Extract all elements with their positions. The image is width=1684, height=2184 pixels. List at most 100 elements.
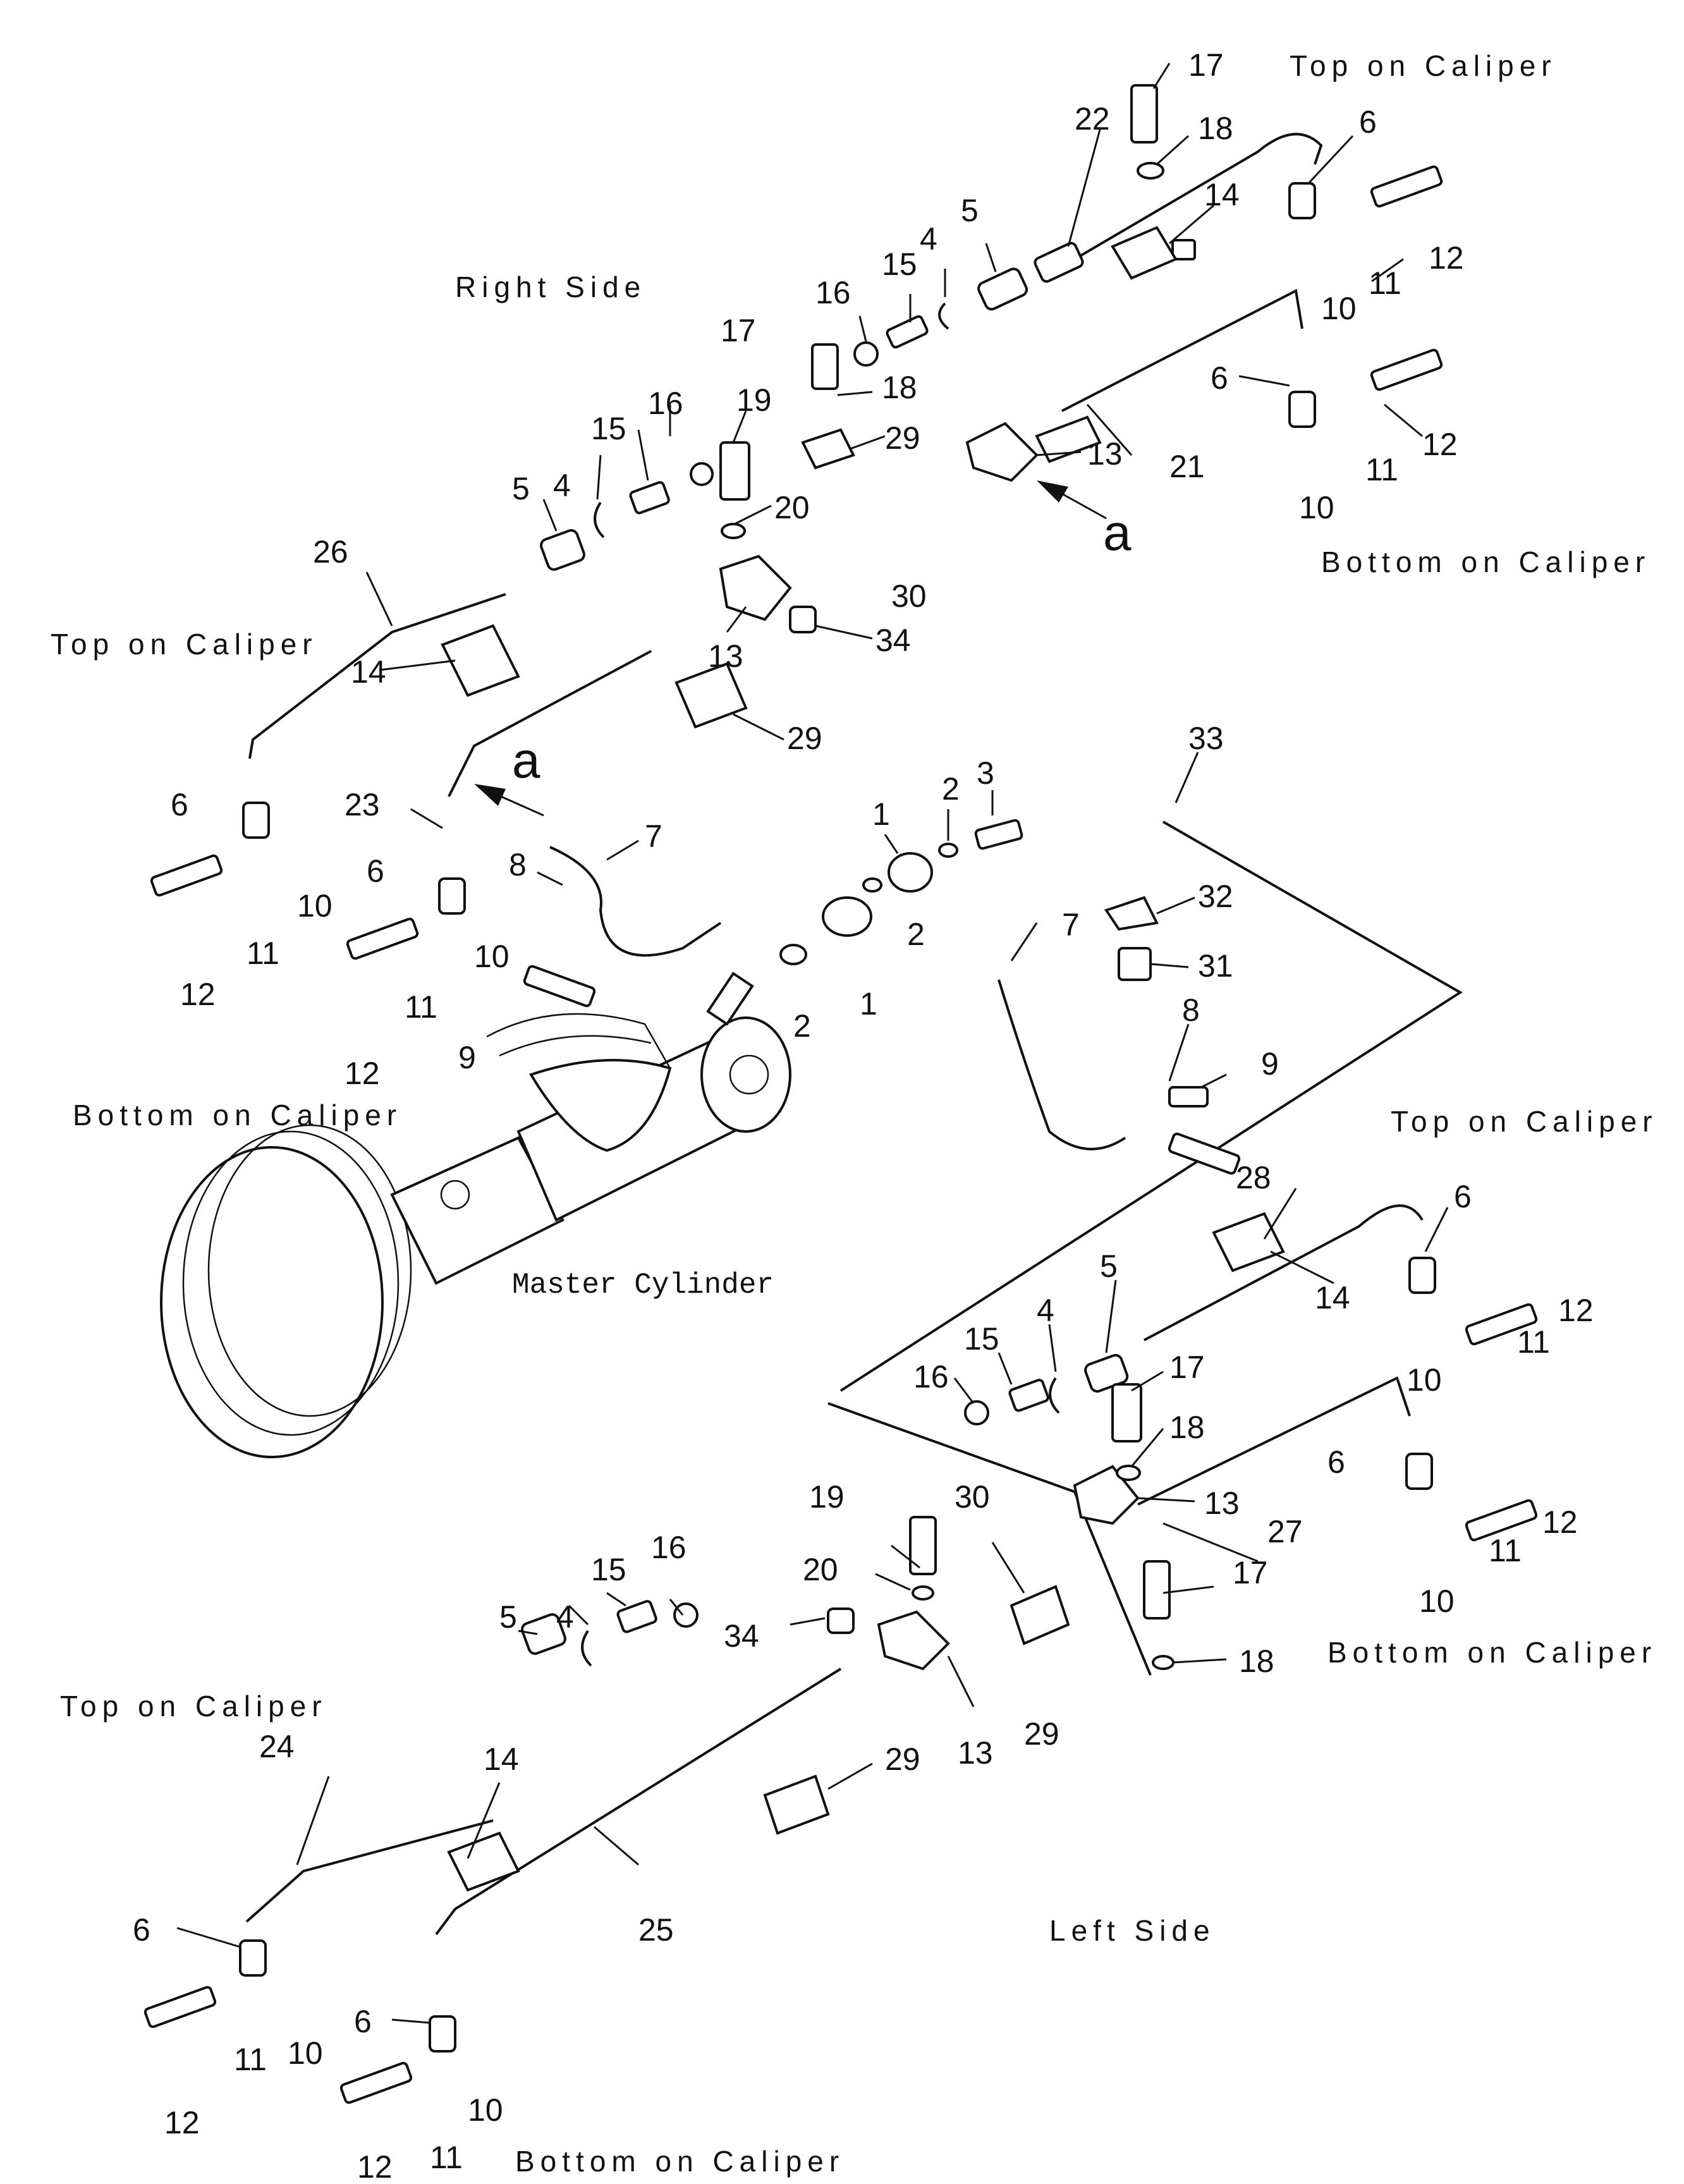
callout-18: 18: [1239, 1644, 1274, 1679]
callout-2: 2: [942, 771, 960, 807]
callout-17: 17: [721, 313, 756, 348]
callout-8: 8: [1182, 992, 1200, 1028]
callout-18: 18: [1169, 1410, 1205, 1445]
label-bottom-on-caliper-right-lower: Bottom on Caliper: [1327, 1636, 1657, 1669]
callout-30: 30: [955, 1479, 990, 1515]
callout-13: 13: [1087, 436, 1123, 472]
callout-12: 12: [1542, 1504, 1578, 1540]
callout-6: 6: [1327, 1444, 1345, 1480]
label-right-side: Right Side: [455, 271, 646, 303]
callout-4: 4: [920, 221, 937, 257]
callout-7: 7: [645, 819, 662, 854]
label-master-cylinder: Master Cylinder: [512, 1269, 774, 1302]
label-top-on-caliper-left-upper: Top on Caliper: [51, 628, 318, 661]
fittings: [143, 84, 1538, 2104]
callout-16: 16: [651, 1530, 686, 1565]
callout-6: 6: [171, 787, 188, 822]
callout-12: 12: [345, 1056, 380, 1091]
view-arrow-a-lower: a: [474, 732, 544, 817]
callout-18: 18: [882, 370, 917, 405]
callout-4: 4: [1037, 1293, 1054, 1328]
label-top-on-caliper-right-upper: Top on Caliper: [1290, 49, 1557, 82]
callout-6: 6: [133, 1912, 150, 1948]
view-arrow-a-upper: a: [1037, 480, 1132, 561]
callout-30: 30: [891, 578, 927, 614]
callout-5: 5: [961, 193, 979, 228]
callout-11: 11: [1489, 1533, 1522, 1568]
callout-33: 33: [1188, 721, 1224, 756]
callout-15: 15: [964, 1321, 999, 1357]
callout-11: 11: [1365, 452, 1398, 487]
callout-26: 26: [313, 534, 348, 570]
callout-17: 17: [1233, 1555, 1268, 1590]
callout-5: 5: [512, 471, 530, 506]
callout-6: 6: [367, 853, 384, 889]
callout-10: 10: [1321, 291, 1357, 326]
callout-34: 34: [724, 1618, 759, 1654]
callout-2: 2: [907, 917, 925, 952]
callout-12: 12: [1558, 1293, 1594, 1328]
callout-15: 15: [591, 411, 626, 446]
callout-15: 15: [882, 247, 917, 282]
callout-7: 7: [1062, 907, 1080, 943]
callout-34: 34: [876, 623, 911, 658]
callout-4: 4: [553, 468, 571, 503]
callout-11: 11: [1517, 1324, 1550, 1360]
master-cylinder: [160, 972, 791, 1458]
callout-10: 10: [1299, 490, 1334, 525]
label-bottom-on-caliper-right-upper: Bottom on Caliper: [1321, 546, 1650, 578]
callout-5: 5: [499, 1599, 517, 1635]
callout-6: 6: [1359, 104, 1377, 140]
callout-12: 12: [357, 2149, 393, 2184]
callout-28: 28: [1236, 1160, 1271, 1195]
label-bottom-on-caliper-left-lower: Bottom on Caliper: [515, 2145, 845, 2178]
svg-text:a: a: [1103, 504, 1132, 561]
callout-11: 11: [430, 2140, 463, 2175]
callout-18: 18: [1198, 111, 1233, 146]
callout-31: 31: [1198, 948, 1233, 984]
svg-text:a: a: [512, 732, 540, 788]
callout-11: 11: [1369, 265, 1401, 301]
callout-12: 12: [164, 2105, 200, 2140]
callout-10: 10: [297, 888, 333, 924]
callout-22: 22: [1075, 101, 1110, 137]
callout-14: 14: [351, 654, 386, 690]
callout-14: 14: [1204, 177, 1240, 212]
label-top-on-caliper-left-lower: Top on Caliper: [60, 1690, 327, 1723]
callout-16: 16: [648, 386, 683, 421]
callout-19: 19: [736, 382, 772, 418]
callout-10: 10: [468, 2092, 503, 2128]
callout-6: 6: [1454, 1179, 1472, 1214]
leader-lines: [176, 63, 1449, 2024]
callout-29: 29: [885, 1742, 920, 1777]
callout-23: 23: [345, 787, 380, 822]
callout-27: 27: [1267, 1514, 1303, 1549]
callout-8: 8: [509, 847, 527, 882]
callout-4: 4: [556, 1599, 574, 1635]
callout-10: 10: [1419, 1583, 1455, 1619]
callout-19: 19: [809, 1479, 845, 1515]
callout-14: 14: [484, 1742, 519, 1777]
callout-29: 29: [885, 420, 920, 456]
callout-11: 11: [247, 936, 279, 971]
callout-25: 25: [638, 1912, 674, 1948]
callout-10: 10: [474, 939, 509, 974]
callout-9: 9: [458, 1040, 476, 1075]
callout-13: 13: [958, 1735, 993, 1771]
callout-10: 10: [288, 2035, 323, 2071]
callout-1: 1: [860, 986, 877, 1022]
label-top-on-caliper-right-lower: Top on Caliper: [1391, 1105, 1658, 1138]
callout-3: 3: [977, 755, 994, 791]
callout-24: 24: [259, 1729, 295, 1764]
callout-9: 9: [1261, 1046, 1279, 1082]
callout-32: 32: [1198, 879, 1233, 914]
callout-1: 1: [872, 796, 890, 832]
callout-17: 17: [1188, 47, 1224, 83]
callout-12: 12: [180, 977, 216, 1012]
callout-13: 13: [708, 638, 743, 674]
callout-13: 13: [1204, 1485, 1240, 1521]
callout-12: 12: [1429, 240, 1464, 276]
callout-6: 6: [1211, 360, 1228, 396]
callout-14: 14: [1315, 1280, 1350, 1315]
